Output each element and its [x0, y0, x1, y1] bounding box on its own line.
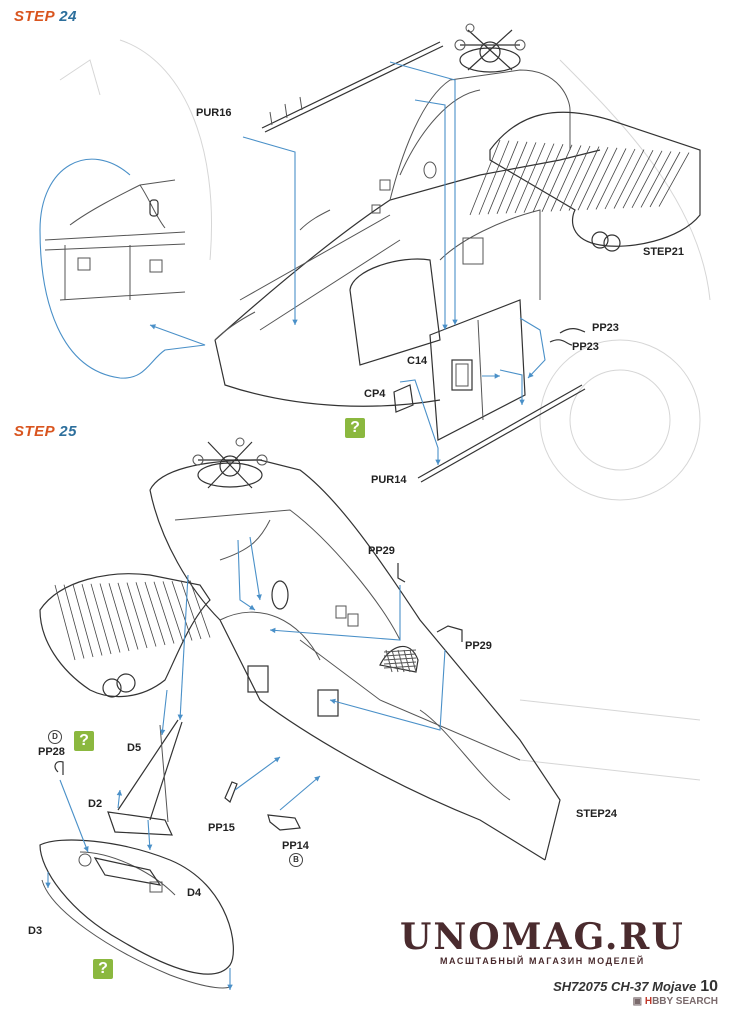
callout-pp28: PP28 — [38, 746, 65, 758]
callout-pur14: PUR14 — [371, 474, 407, 486]
watermark-main: UNOMAG.RU — [400, 916, 685, 958]
part-pp15 — [224, 781, 238, 803]
arrowhead — [159, 729, 166, 735]
fuselage-step25 — [149, 459, 561, 861]
brand-rest: BBY SEARCH — [652, 996, 718, 1007]
part-pp29 — [397, 563, 463, 642]
part-d5-strut — [117, 719, 183, 823]
arrowhead — [227, 984, 233, 990]
callout-d3: D3 — [28, 925, 43, 937]
brand-prefix: H — [644, 996, 653, 1007]
arrowhead — [292, 319, 298, 325]
arrowhead — [442, 324, 448, 330]
rotor-hub-step25 — [192, 437, 268, 489]
callout-pp29-b: PP29 — [465, 640, 492, 652]
watermark-sub: МАСШТАБНЫЙ МАГАЗИН МОДЕЛЕЙ — [439, 956, 645, 966]
callout-pp23-a: PP23 — [592, 322, 619, 334]
arrowhead — [150, 324, 156, 330]
part-pp23 — [549, 328, 586, 346]
engine-nacelle-step24 — [469, 111, 701, 252]
step-25-number: 25 — [59, 423, 77, 440]
arrowhead — [116, 790, 123, 796]
step-25-label: STEP 25 — [14, 423, 77, 440]
callout-pur16: PUR16 — [196, 107, 232, 119]
arrowhead — [249, 604, 255, 610]
arrowheads — [45, 319, 534, 990]
part-pp28 — [54, 761, 64, 775]
engine-nacelle-step25 — [39, 573, 211, 698]
fuselage-step24 — [214, 69, 601, 407]
callout-d5: D5 — [127, 742, 142, 754]
arrowhead — [146, 844, 153, 850]
kit-title: SH72075 CH-37 Mojave — [553, 979, 697, 994]
arrowhead — [435, 459, 441, 465]
callout-step24-ref: STEP24 — [576, 808, 617, 820]
rotor-hub-step24 — [454, 23, 526, 73]
arrowhead — [45, 882, 51, 888]
arrowhead — [452, 319, 458, 325]
marker-d-pp28: D — [48, 730, 62, 744]
faint-background-detail — [59, 39, 711, 781]
marker-b-pp14: B — [289, 853, 303, 867]
arrowhead — [83, 846, 89, 852]
hobby-search-logo: ▣ HBBY SEARCH — [553, 996, 718, 1007]
part-pp14 — [267, 814, 301, 831]
callout-d2: D2 — [88, 798, 103, 810]
callout-pp14: PP14 — [282, 840, 309, 852]
arrowhead — [519, 399, 525, 405]
part-pur14 — [417, 384, 586, 483]
assembly-arrows-step25 — [47, 536, 446, 990]
step-24-word: STEP — [14, 8, 55, 25]
assembly-arrows-step24 — [242, 61, 546, 465]
part-d3-float — [41, 879, 233, 989]
part-c14-door — [429, 299, 526, 441]
part-cp4-window — [393, 384, 414, 413]
callout-pp23-b: PP23 — [572, 341, 599, 353]
question-mark-step25-b: ? — [93, 959, 113, 979]
callout-pp15: PP15 — [208, 822, 235, 834]
question-mark-step24: ? — [345, 418, 365, 438]
callout-d4: D4 — [187, 887, 202, 899]
arrowhead — [270, 627, 276, 634]
arrowhead — [528, 372, 534, 378]
arrowhead — [274, 757, 280, 763]
part-pur16 — [261, 41, 444, 133]
step-25-word: STEP — [14, 423, 55, 440]
callout-c14: C14 — [407, 355, 428, 367]
question-mark-step25-a: ? — [74, 731, 94, 751]
part-d2 — [107, 811, 173, 836]
page-number: 10 — [700, 978, 718, 995]
step-24-number: 24 — [59, 8, 77, 25]
callout-pp29-a: PP29 — [368, 545, 395, 557]
brand-mark-icon: ▣ — [632, 996, 643, 1007]
arrowhead — [256, 594, 262, 600]
arrowhead — [314, 776, 320, 782]
arrowhead — [330, 698, 336, 705]
callout-cp4: CP4 — [364, 388, 386, 400]
arrowhead — [177, 714, 184, 720]
zoom-inset-bubble — [39, 158, 206, 379]
callout-step21: STEP21 — [643, 246, 684, 258]
step-24-label: STEP 24 — [14, 8, 77, 25]
watermark: UNOMAG.RU МАСШТАБНЫЙ МАГАЗИН МОДЕЛЕЙ — [400, 918, 685, 966]
part-d4-float — [39, 839, 234, 975]
arrowhead — [494, 373, 500, 379]
